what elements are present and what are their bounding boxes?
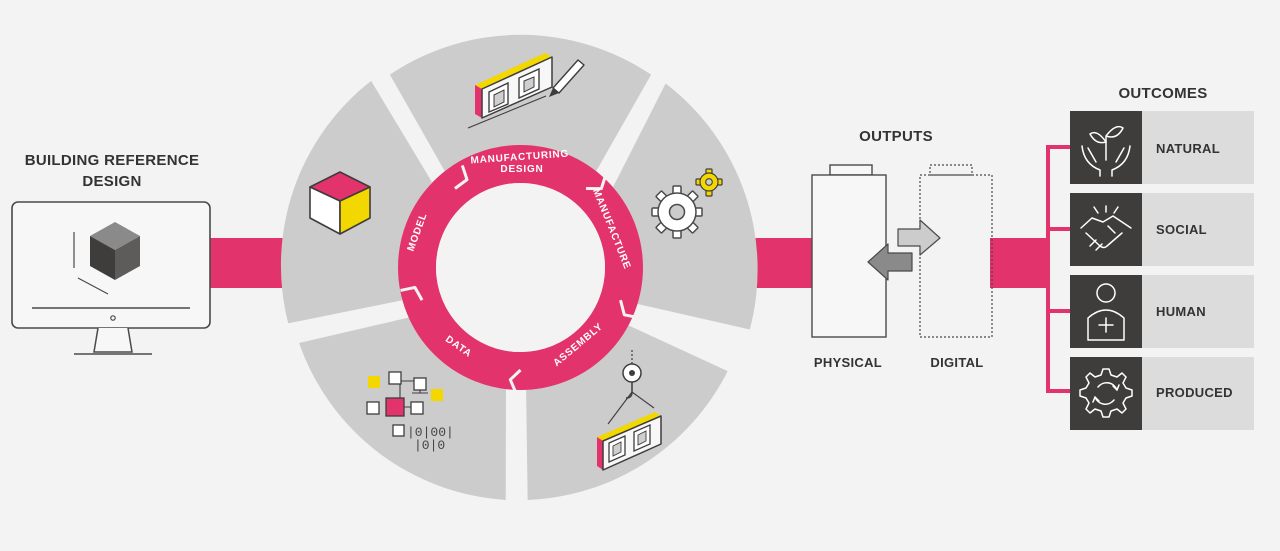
outputs-title: OUTPUTS bbox=[859, 128, 933, 145]
outcomes-section: OUTCOMES NATURAL bbox=[1046, 85, 1254, 430]
digital-label: DIGITAL bbox=[930, 355, 983, 370]
cycle-wheel: MANUFACTURING DESIGN MANUFACTURE ASSEMBL… bbox=[280, 34, 758, 500]
building-reference-title-line1: BUILDING REFERENCE bbox=[25, 152, 200, 169]
binary-line2: |0|0 bbox=[414, 438, 445, 453]
outcome-produced-label: PRODUCED bbox=[1156, 385, 1233, 400]
outcome-social-label: SOCIAL bbox=[1156, 222, 1207, 237]
data-blocks-binary-icon: |0|00| |0|0 bbox=[366, 371, 454, 453]
outcome-natural: NATURAL bbox=[1070, 111, 1254, 184]
connector-right bbox=[990, 238, 1048, 288]
building-reference-design: BUILDING REFERENCE DESIGN bbox=[11, 152, 211, 355]
segment-manufacturing-design bbox=[389, 34, 652, 177]
wall-panel-with-pencil-icon bbox=[467, 53, 585, 129]
outcome-human: HUMAN bbox=[1070, 275, 1254, 348]
binary-line1: |0|00| bbox=[407, 425, 454, 440]
outcome-social: SOCIAL bbox=[1070, 193, 1254, 266]
colored-cube-icon bbox=[309, 171, 371, 235]
monitor-with-cube-icon bbox=[11, 201, 211, 355]
outcome-natural-label: NATURAL bbox=[1156, 141, 1220, 156]
outcome-human-label: HUMAN bbox=[1156, 304, 1206, 319]
person-health-icon bbox=[1087, 283, 1125, 341]
outcomes-bracket bbox=[1046, 145, 1070, 393]
ring-label-manufacturing-design-line2: DESIGN bbox=[500, 164, 543, 175]
outcomes-title: OUTCOMES bbox=[1118, 85, 1207, 102]
hands-plant-icon bbox=[1081, 125, 1131, 177]
exchange-arrows-icon bbox=[867, 219, 941, 281]
crane-hook-panel-icon bbox=[597, 350, 662, 471]
ring-arrow-separators bbox=[400, 164, 640, 394]
outcome-produced: PRODUCED bbox=[1070, 357, 1254, 430]
outputs-section: OUTPUTS PHYSICAL DIGITAL bbox=[811, 128, 993, 370]
gears-icon bbox=[651, 168, 723, 239]
digital-tower bbox=[919, 164, 993, 338]
building-reference-title-line2: DESIGN bbox=[82, 173, 141, 190]
gear-cycle-icon bbox=[1079, 368, 1133, 418]
physical-tower bbox=[811, 164, 887, 338]
physical-label: PHYSICAL bbox=[814, 355, 882, 370]
handshake-icon bbox=[1080, 205, 1132, 251]
segment-assembly bbox=[526, 322, 728, 500]
